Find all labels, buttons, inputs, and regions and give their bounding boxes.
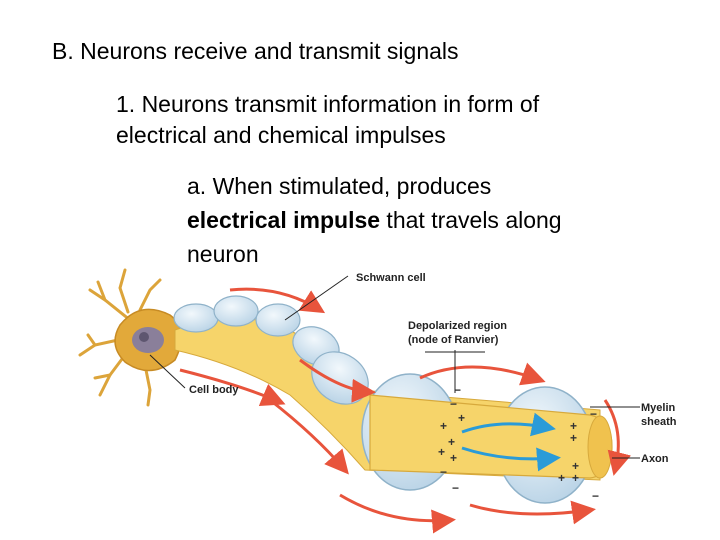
cell-body-leader <box>149 354 186 389</box>
minus-sign: − <box>440 465 447 479</box>
myelin-sheath-segments <box>173 295 369 405</box>
plus-sign: + <box>570 431 577 445</box>
point-a-line-3: neuron <box>187 241 259 267</box>
point-1-line-2: electrical and chemical impulses <box>116 122 446 148</box>
schwann-cell-label: Schwann cell <box>356 272 426 284</box>
plus-sign: + <box>440 419 447 433</box>
minus-sign: − <box>452 481 459 495</box>
slide-heading: B. Neurons receive and transmit signals <box>52 38 459 64</box>
axon-label: Axon <box>641 453 669 465</box>
cell-body <box>114 308 183 372</box>
plus-sign: + <box>572 471 579 485</box>
plus-sign: + <box>438 445 445 459</box>
impulse-arrows <box>179 287 632 534</box>
plus-sign: + <box>558 471 565 485</box>
leader-lines <box>149 275 640 459</box>
schwann-cell-leader <box>284 275 349 321</box>
current-flow-arrows <box>461 412 561 472</box>
plus-sign: + <box>570 419 577 433</box>
point-a-line-2: electrical impulse that travels along <box>187 206 562 235</box>
point-1-line-1: 1. Neurons transmit information in form … <box>116 91 540 117</box>
dendrites <box>78 268 162 407</box>
minus-sign: − <box>454 383 461 397</box>
plus-sign: + <box>572 459 579 473</box>
point-a-line-2-rest: that travels along <box>380 207 562 233</box>
sheath-label: sheath <box>641 416 677 428</box>
charge-signs: − − + + + + + − − + + + + + − − <box>438 383 599 503</box>
node-of-ranvier-label: (node of Ranvier) <box>408 334 499 346</box>
plus-sign: + <box>450 451 457 465</box>
point-a-line-1: a. When stimulated, produces <box>187 173 492 199</box>
depolarized-region-label: Depolarized region <box>408 320 507 332</box>
plus-sign: + <box>458 411 465 425</box>
minus-sign: − <box>450 397 457 411</box>
cell-body-label: Cell body <box>189 384 239 396</box>
minus-sign: − <box>590 407 597 421</box>
electrical-impulse-term: electrical impulse <box>187 207 381 233</box>
minus-sign: − <box>592 489 599 503</box>
myelin-label: Myelin <box>641 402 676 414</box>
plus-sign: + <box>448 435 455 449</box>
